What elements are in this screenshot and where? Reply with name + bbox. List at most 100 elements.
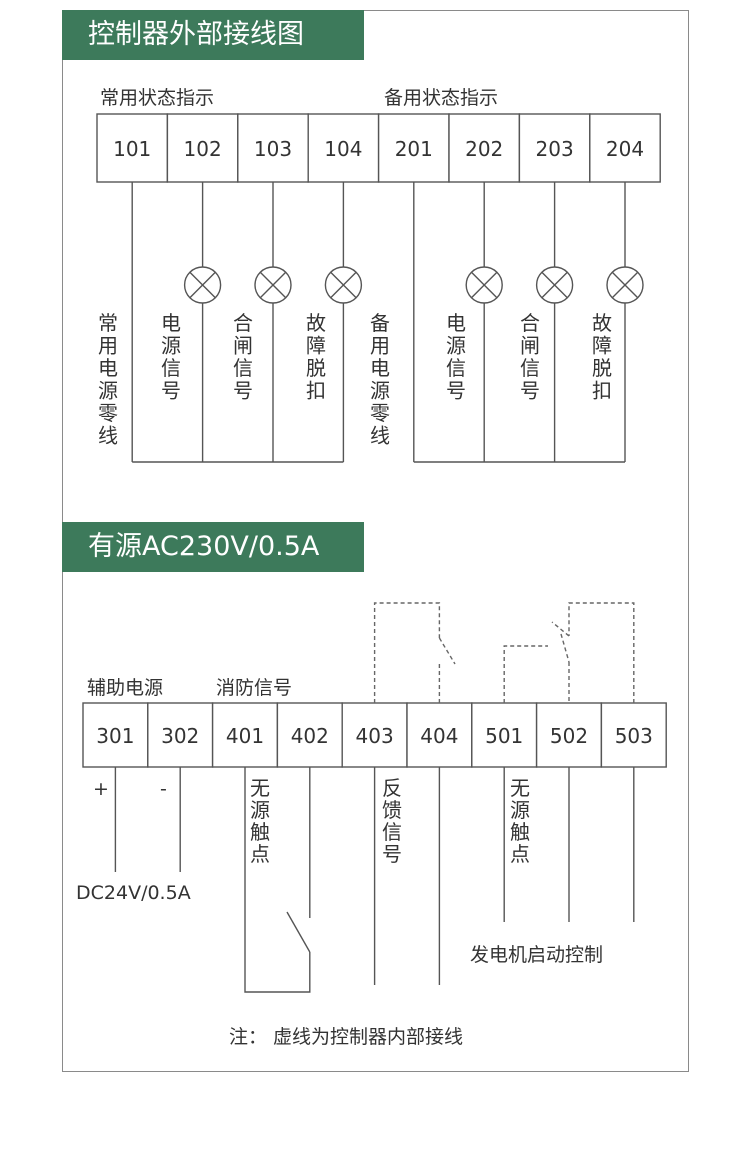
terminal-number: 502	[550, 724, 588, 748]
terminal-203	[518, 113, 591, 183]
vertical-label-char: 障	[306, 334, 326, 358]
vertical-label-char: 常	[98, 311, 118, 335]
vertical-label-char: 合	[520, 311, 540, 335]
vertical-label-char: 源	[98, 379, 118, 403]
vertical-label-char: 备	[370, 311, 390, 335]
terminal-403	[341, 702, 408, 768]
terminal-number: 401	[226, 724, 264, 748]
terminal-number: 402	[291, 724, 329, 748]
terminal-number: 102	[184, 137, 222, 161]
terminal-number: 201	[395, 137, 433, 161]
indicator-lamp-icon	[183, 266, 222, 304]
vertical-label-char: 无	[250, 776, 270, 800]
terminal-201	[377, 113, 450, 183]
vertical-label-char: 源	[250, 798, 270, 822]
internal-contact-501	[503, 645, 548, 703]
internal-contact-503	[568, 602, 635, 703]
terminal-number: 503	[615, 724, 653, 748]
plus-sign: +	[93, 778, 109, 800]
terminal-number: 101	[113, 137, 151, 161]
vertical-label-char: 用	[370, 334, 390, 358]
vertical-label-char: 源	[510, 798, 530, 822]
terminal-number: 501	[485, 724, 523, 748]
vertical-label-char: 零	[370, 401, 390, 425]
vertical-label-char: 扣	[306, 379, 326, 403]
vertical-label-char: 信	[382, 820, 402, 844]
vertical-label-char: 点	[510, 842, 530, 866]
vertical-label-char: 源	[370, 379, 390, 403]
fire-signal-loop	[244, 767, 311, 993]
vertical-label-char: 脱	[306, 356, 326, 380]
terminal-402	[276, 702, 343, 768]
terminal-number: 404	[420, 724, 458, 748]
vertical-label-char: 号	[161, 379, 181, 403]
vertical-label-char: 信	[233, 356, 253, 380]
group-label-main: 常用状态指示	[100, 87, 214, 109]
fire-switch-icon	[286, 911, 311, 953]
internal-switch-icon	[551, 621, 570, 637]
vertical-label-char: 扣	[592, 379, 612, 403]
indicator-lamp-icon	[324, 266, 363, 304]
terminal-202	[448, 113, 521, 183]
terminal-number: 403	[356, 724, 394, 748]
dashed-line-note: 注： 虚线为控制器内部接线	[229, 1026, 463, 1048]
vertical-label-char: 号	[233, 379, 253, 403]
vertical-label-char: 无	[510, 776, 530, 800]
terminal-number: 202	[465, 137, 503, 161]
vertical-label-char: 信	[446, 356, 466, 380]
vertical-label-char: 源	[446, 334, 466, 358]
vertical-label-char: 馈	[382, 798, 402, 822]
terminal-number: 103	[254, 137, 292, 161]
terminal-number: 302	[161, 724, 199, 748]
generator-start-label: 发电机启动控制	[470, 944, 603, 966]
vertical-label-char: 电	[98, 356, 118, 380]
section-title-external-wiring: 控制器外部接线图	[62, 10, 364, 60]
terminal-301	[82, 702, 149, 768]
terminal-302	[147, 702, 214, 768]
terminal-204	[589, 113, 661, 183]
terminal-number: 104	[324, 137, 362, 161]
indicator-lamp-icon	[535, 266, 574, 304]
internal-switch-icon	[560, 633, 570, 663]
internal-contact-403-404	[373, 602, 441, 703]
vertical-label-char: 闸	[233, 334, 253, 358]
terminal-401	[211, 702, 279, 768]
vertical-label-char: 反	[382, 776, 402, 800]
vertical-label-char: 源	[161, 334, 181, 358]
indicator-lamp-icon	[254, 266, 292, 304]
section-title-active-power: 有源AC230V/0.5A	[62, 522, 364, 572]
vertical-label-char: 线	[98, 424, 118, 448]
vertical-label-char: 线	[370, 424, 390, 448]
vertical-label-char: 号	[446, 379, 466, 403]
terminal-number: 301	[96, 724, 134, 748]
group-label-aux-power: 辅助电源	[87, 677, 163, 699]
indicator-lamp-icon	[465, 266, 503, 304]
vertical-label-char: 触	[250, 820, 270, 844]
vertical-label-char: 点	[250, 842, 270, 866]
terminal-502	[535, 702, 603, 768]
vertical-label-char: 脱	[592, 356, 612, 380]
vertical-label-char: 故	[592, 311, 612, 335]
vertical-label-char: 零	[98, 401, 118, 425]
vertical-label-char: 信	[520, 356, 540, 380]
vertical-label-char: 电	[161, 311, 181, 335]
terminal-number: 203	[536, 137, 574, 161]
vertical-label-char: 触	[510, 820, 530, 844]
vertical-label-char: 号	[520, 379, 540, 403]
vertical-label-char: 号	[382, 842, 402, 866]
vertical-label-char: 电	[370, 356, 390, 380]
vertical-label-char: 合	[233, 311, 253, 335]
terminal-number: 204	[606, 137, 644, 161]
vertical-label-char: 故	[306, 311, 326, 335]
vertical-label-char: 信	[161, 356, 181, 380]
indicator-lamp-icon	[606, 266, 644, 304]
